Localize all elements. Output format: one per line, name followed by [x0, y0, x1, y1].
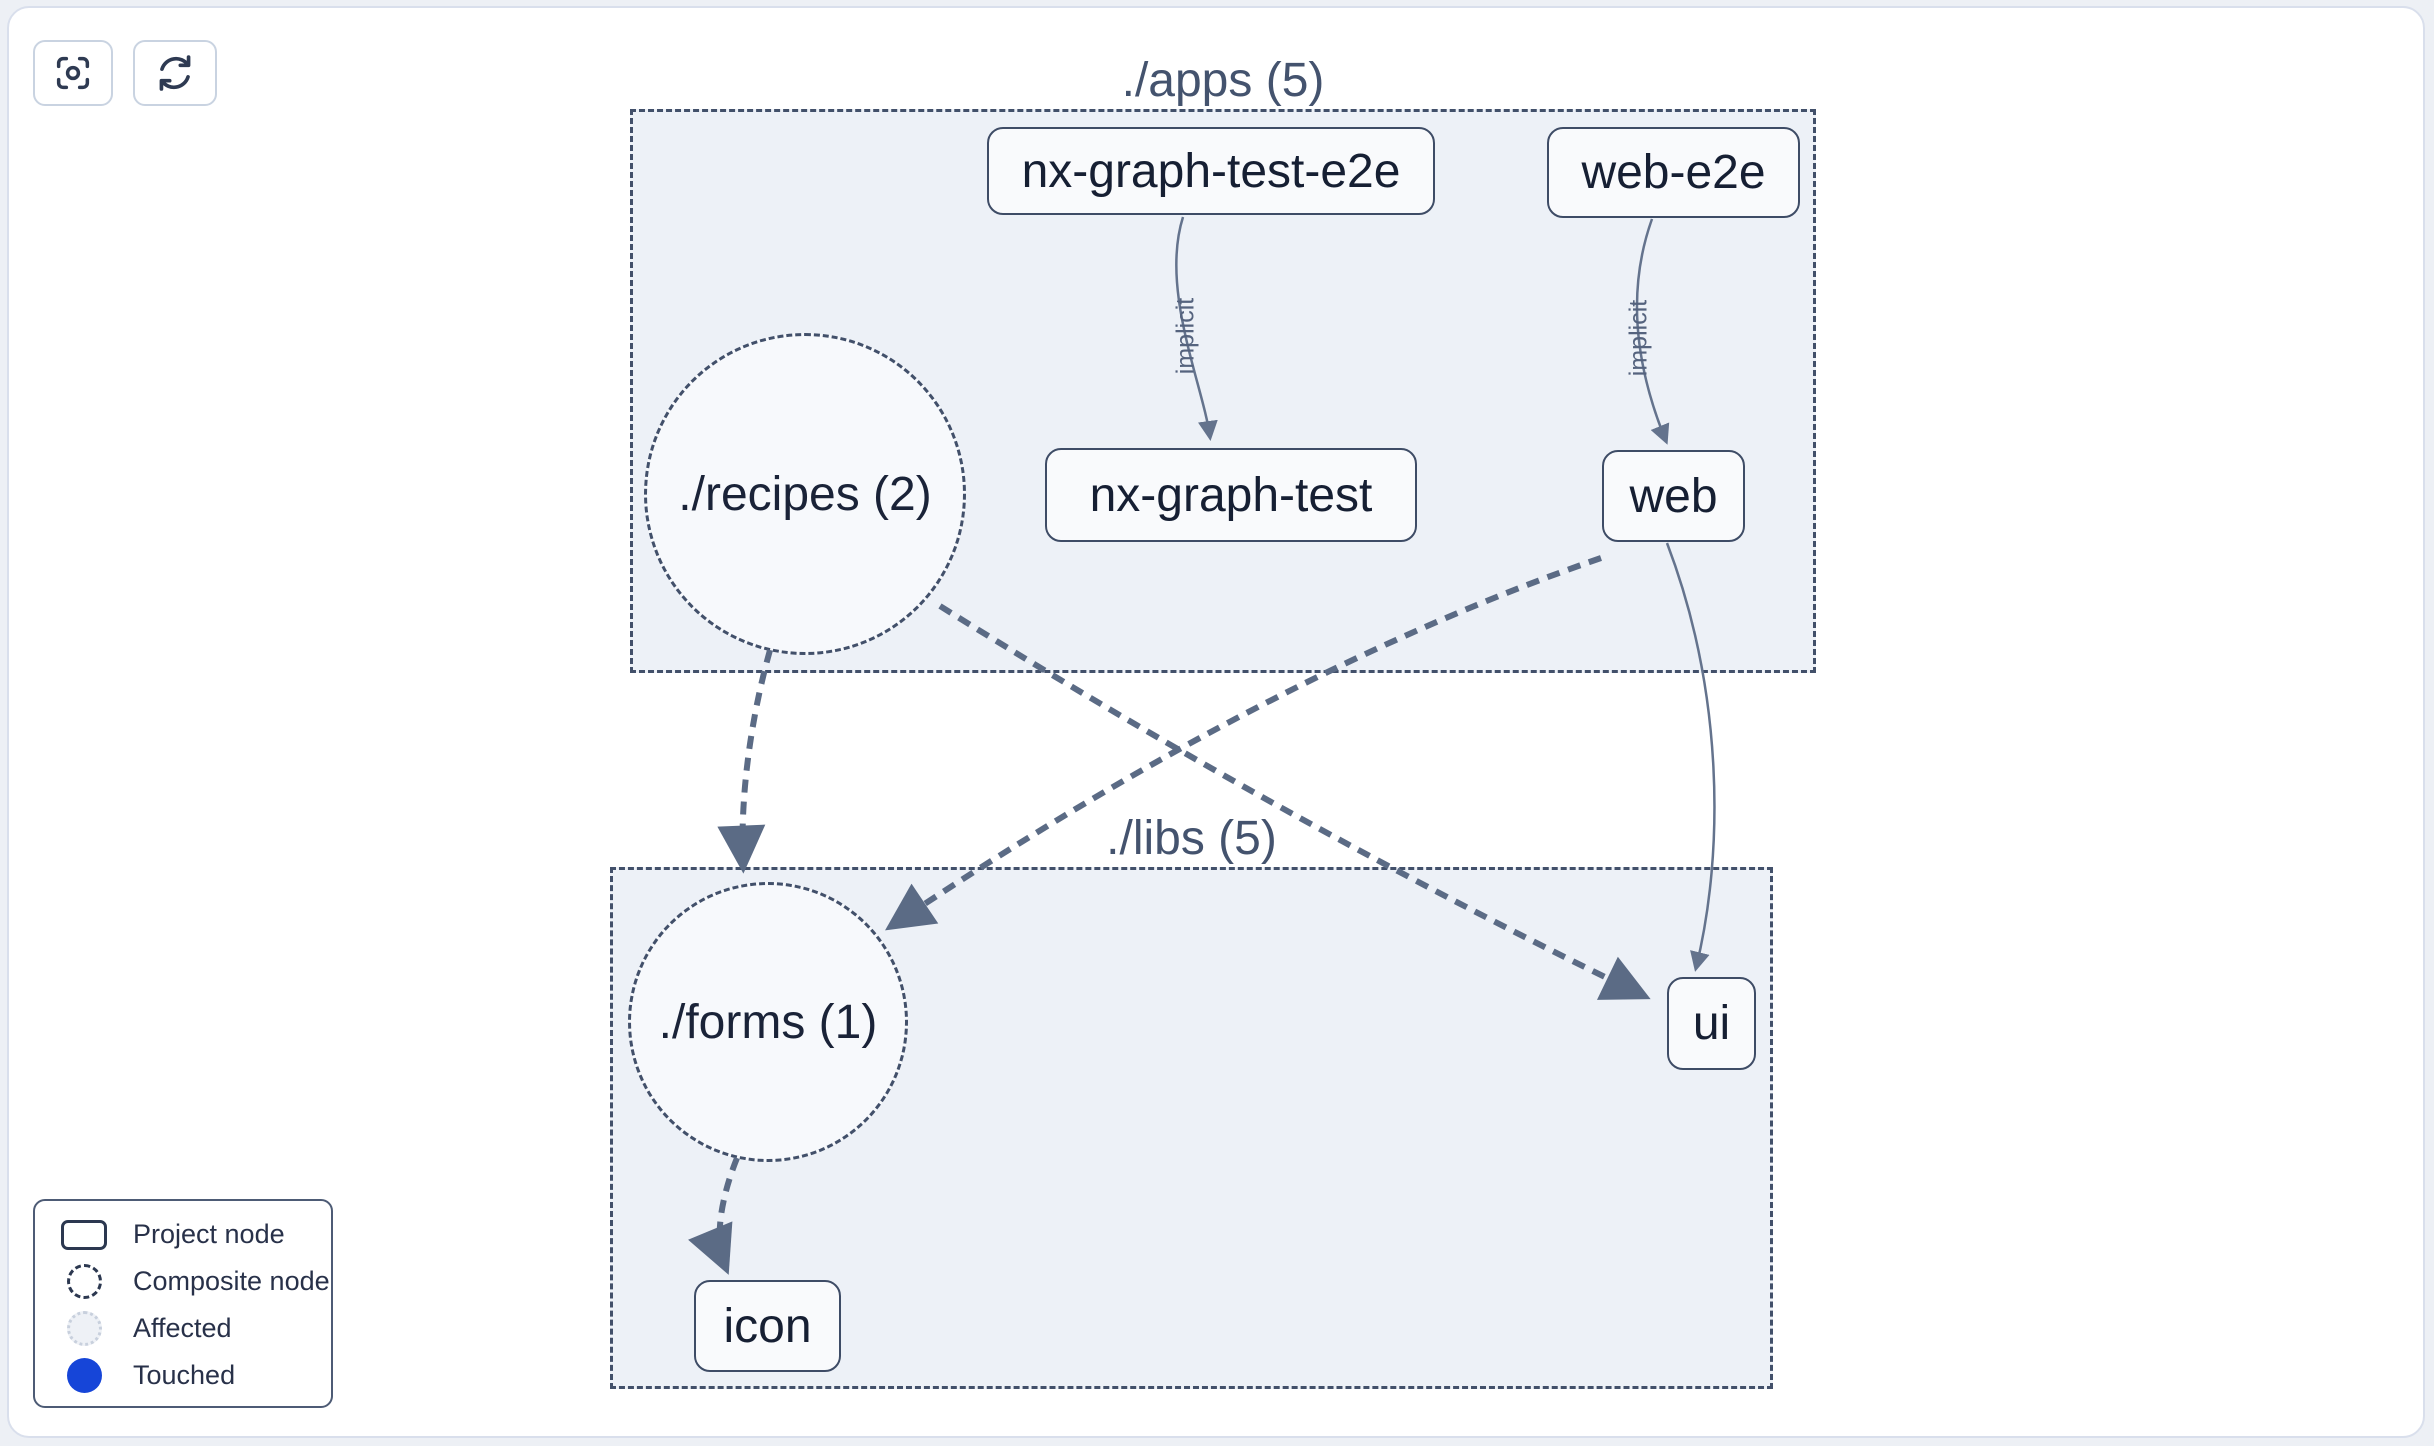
cluster-apps-label: ./apps (5) [1121, 54, 1325, 107]
project-node-swatch-icon [61, 1219, 107, 1250]
node-nx-graph-test-e2e-label: nx-graph-test-e2e [1021, 144, 1401, 198]
edge-nx-graph-test-e2e-to-nx-graph-test [1175, 216, 1218, 441]
node-nx-graph-test[interactable]: nx-graph-test [1045, 448, 1417, 542]
legend-label-affected: Affected [133, 1313, 232, 1343]
edge-web-to-forms [885, 555, 1602, 931]
node-web[interactable]: web [1602, 450, 1745, 542]
node-web-label: web [1629, 469, 1718, 523]
edge-web-e2e-to-web [1635, 218, 1670, 445]
legend-label-touched: Touched [133, 1360, 236, 1390]
edge-recipes-to-forms [717, 649, 773, 874]
legend-row-composite-node: Composite node [35, 1258, 331, 1305]
composite-node-recipes-label: ./recipes (2) [678, 467, 932, 521]
touched-swatch-icon [66, 1358, 102, 1393]
legend-row-touched: Touched [35, 1352, 331, 1399]
legend-row-affected: Affected [35, 1305, 331, 1352]
node-web-e2e[interactable]: web-e2e [1547, 127, 1800, 218]
legend-row-project-node: Project node [35, 1211, 331, 1258]
node-icon-label: icon [723, 1299, 812, 1353]
composite-node-forms[interactable]: ./forms (1) [628, 882, 908, 1162]
legend: Project node Composite node Affected Tou… [33, 1199, 333, 1408]
composite-node-forms-label: ./forms (1) [658, 995, 878, 1049]
focus-icon [56, 56, 90, 90]
edge-label-implicit-1: implicit [1171, 297, 1200, 375]
node-icon[interactable]: icon [694, 1280, 841, 1372]
focus-button[interactable] [33, 40, 113, 106]
node-ui[interactable]: ui [1667, 977, 1756, 1070]
edge-label-implicit-2: implicit [1624, 299, 1653, 377]
edge-web-to-ui [1665, 542, 1716, 972]
edge-forms-to-icon [688, 1156, 740, 1275]
refresh-icon [159, 55, 191, 91]
node-nx-graph-test-label: nx-graph-test [1089, 468, 1373, 522]
node-ui-label: ui [1692, 997, 1731, 1050]
composite-node-recipes[interactable]: ./recipes (2) [644, 333, 966, 655]
composite-node-swatch-icon [66, 1264, 102, 1299]
cluster-libs-label: ./libs (5) [1106, 812, 1277, 865]
legend-label-project-node: Project node [133, 1219, 285, 1249]
legend-label-composite-node: Composite node [133, 1266, 330, 1296]
edge-recipes-to-ui [938, 603, 1651, 1000]
node-nx-graph-test-e2e[interactable]: nx-graph-test-e2e [987, 127, 1435, 215]
node-web-e2e-label: web-e2e [1581, 146, 1766, 199]
refresh-button[interactable] [133, 40, 217, 106]
affected-swatch-icon [66, 1311, 102, 1346]
